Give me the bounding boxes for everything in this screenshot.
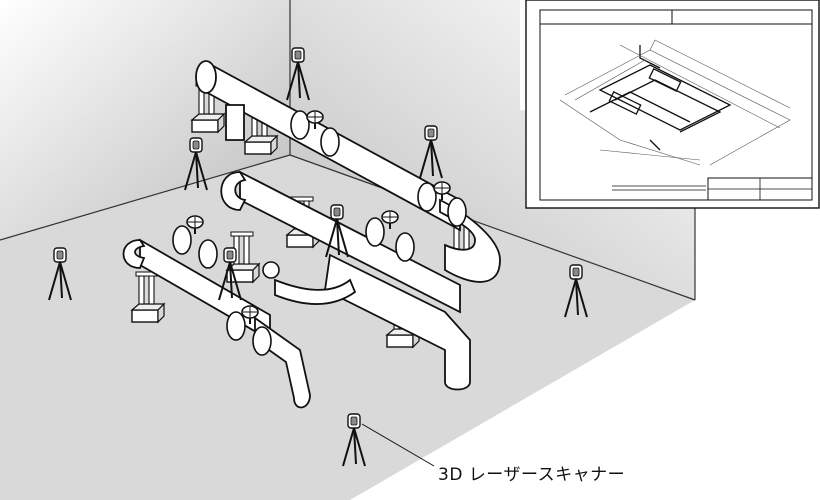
- left-wall: [0, 0, 290, 240]
- right-wall: [290, 0, 695, 300]
- callout-leader: [361, 423, 435, 467]
- pipe-loop-middle: [220, 170, 471, 391]
- valves: [186, 110, 451, 325]
- isometric-drawing-sheet: [525, 0, 820, 209]
- scanner-callout-label: 3D レーザースキャナー: [438, 465, 626, 485]
